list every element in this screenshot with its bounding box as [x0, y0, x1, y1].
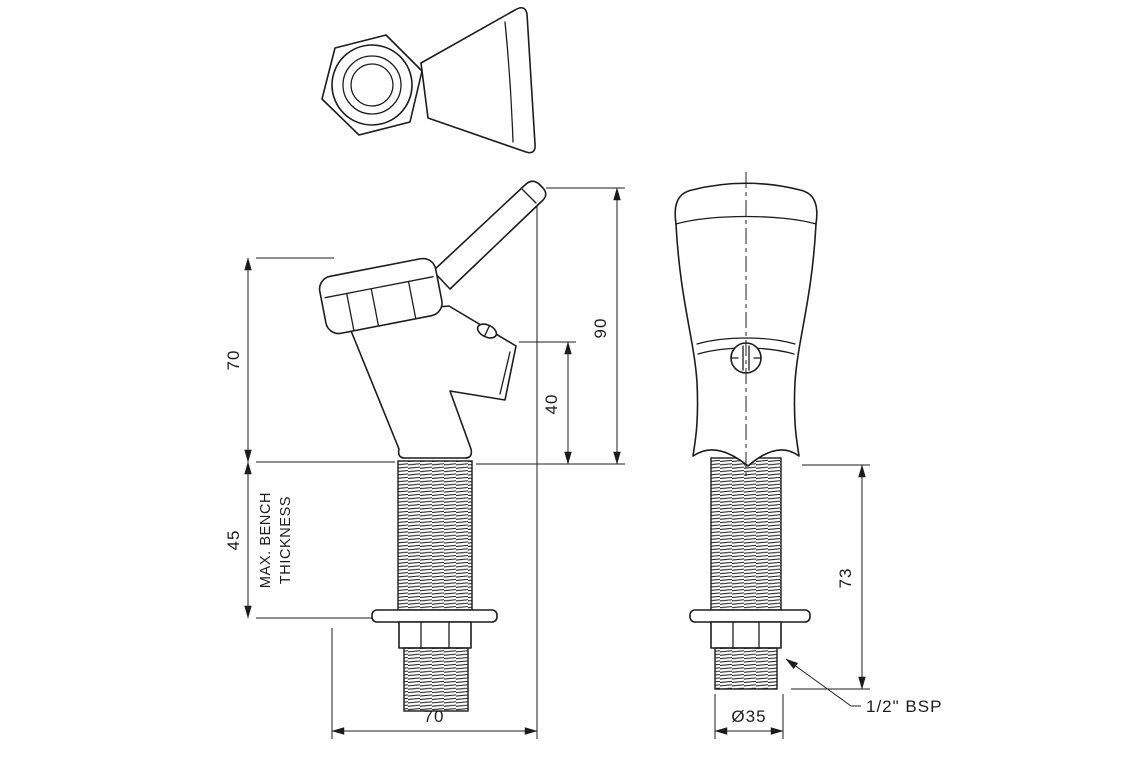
side-handle-lever	[432, 180, 547, 290]
dim-thread-length: 73	[791, 464, 870, 690]
side-body	[344, 305, 517, 459]
front-hex-nut	[710, 621, 782, 649]
front-flange	[689, 609, 811, 623]
side-thread-upper	[397, 460, 473, 611]
dim-base-width: 70	[331, 206, 538, 739]
bench-thickness-label: MAX. BENCH THICKNESS	[258, 492, 294, 588]
dim-base-width-value: 70	[424, 707, 445, 726]
dimensions: 70 45 MAX. BENCH THICKNESS 90 40	[224, 187, 942, 739]
dim-thread-length-value: 73	[836, 568, 855, 589]
dim-spout-height-value: 40	[542, 394, 561, 415]
side-thread-lower	[403, 647, 469, 712]
front-thread-upper	[710, 457, 782, 611]
side-spout-seam	[499, 351, 511, 395]
bench-label-line2: THICKNESS	[278, 496, 294, 584]
side-handle-tip-seam	[521, 188, 537, 204]
dim-bench-thickness: 45 MAX. BENCH THICKNESS	[224, 461, 372, 619]
side-spout-screw	[476, 323, 498, 339]
front-cap-seam	[675, 215, 817, 225]
thread-spec-label: 1/2" BSP	[866, 697, 942, 716]
front-thread-lower	[714, 647, 778, 690]
bench-label-line1: MAX. BENCH	[258, 492, 274, 588]
dim-body-height: 70	[224, 257, 395, 463]
side-view	[318, 180, 547, 712]
top-view-handle-contour	[504, 21, 514, 143]
dim-overall-height: 90	[476, 187, 625, 465]
side-hex-nut	[398, 621, 472, 649]
top-view	[321, 6, 536, 154]
side-flange	[371, 609, 498, 623]
top-view-button	[331, 44, 413, 126]
dim-bench-thickness-value: 45	[224, 530, 243, 551]
dim-spout-height: 40	[519, 341, 576, 465]
dim-thread-diameter: Ø35	[714, 694, 784, 739]
thread-spec-leader: 1/2" BSP	[785, 658, 942, 716]
dim-thread-diameter-value: Ø35	[731, 707, 766, 726]
dim-body-height-value: 70	[224, 350, 243, 371]
side-bonnet	[318, 257, 443, 335]
front-view	[674, 172, 818, 690]
dim-overall-height-value: 90	[591, 318, 610, 339]
top-view-handle	[420, 6, 536, 154]
